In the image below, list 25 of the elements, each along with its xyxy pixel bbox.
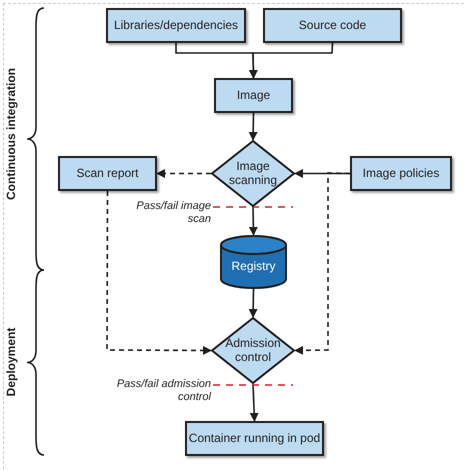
arrow (248, 206, 258, 236)
process-box: Scan report (58, 156, 157, 191)
dashed-arrow (294, 172, 350, 355)
process-box: Libraries/dependencies (106, 8, 246, 43)
process-box: Image (214, 78, 293, 113)
node-label: Image scanning (228, 160, 278, 188)
process-box: Container running in pod (185, 421, 324, 456)
gate-label: Pass/fail admission control (116, 378, 211, 404)
stage-label: Continuous integration (4, 68, 18, 200)
gate-label: Pass/fail image scan (135, 200, 211, 226)
stage-label: Deployment (4, 328, 18, 396)
node-label: Admission control (224, 336, 282, 364)
process-box: Source code (263, 8, 402, 43)
arrow (248, 112, 258, 141)
node-label: Registry (231, 260, 276, 274)
arrow (248, 288, 258, 318)
arrow (294, 169, 350, 178)
dashed-arrow (156, 169, 211, 178)
decision-diamond (211, 140, 295, 207)
arrow (248, 42, 334, 79)
dashed-arrow (106, 191, 212, 355)
arrow (250, 384, 259, 422)
decision-diamond (211, 317, 295, 384)
process-box: Image policies (350, 156, 452, 191)
database-cylinder (220, 235, 287, 289)
